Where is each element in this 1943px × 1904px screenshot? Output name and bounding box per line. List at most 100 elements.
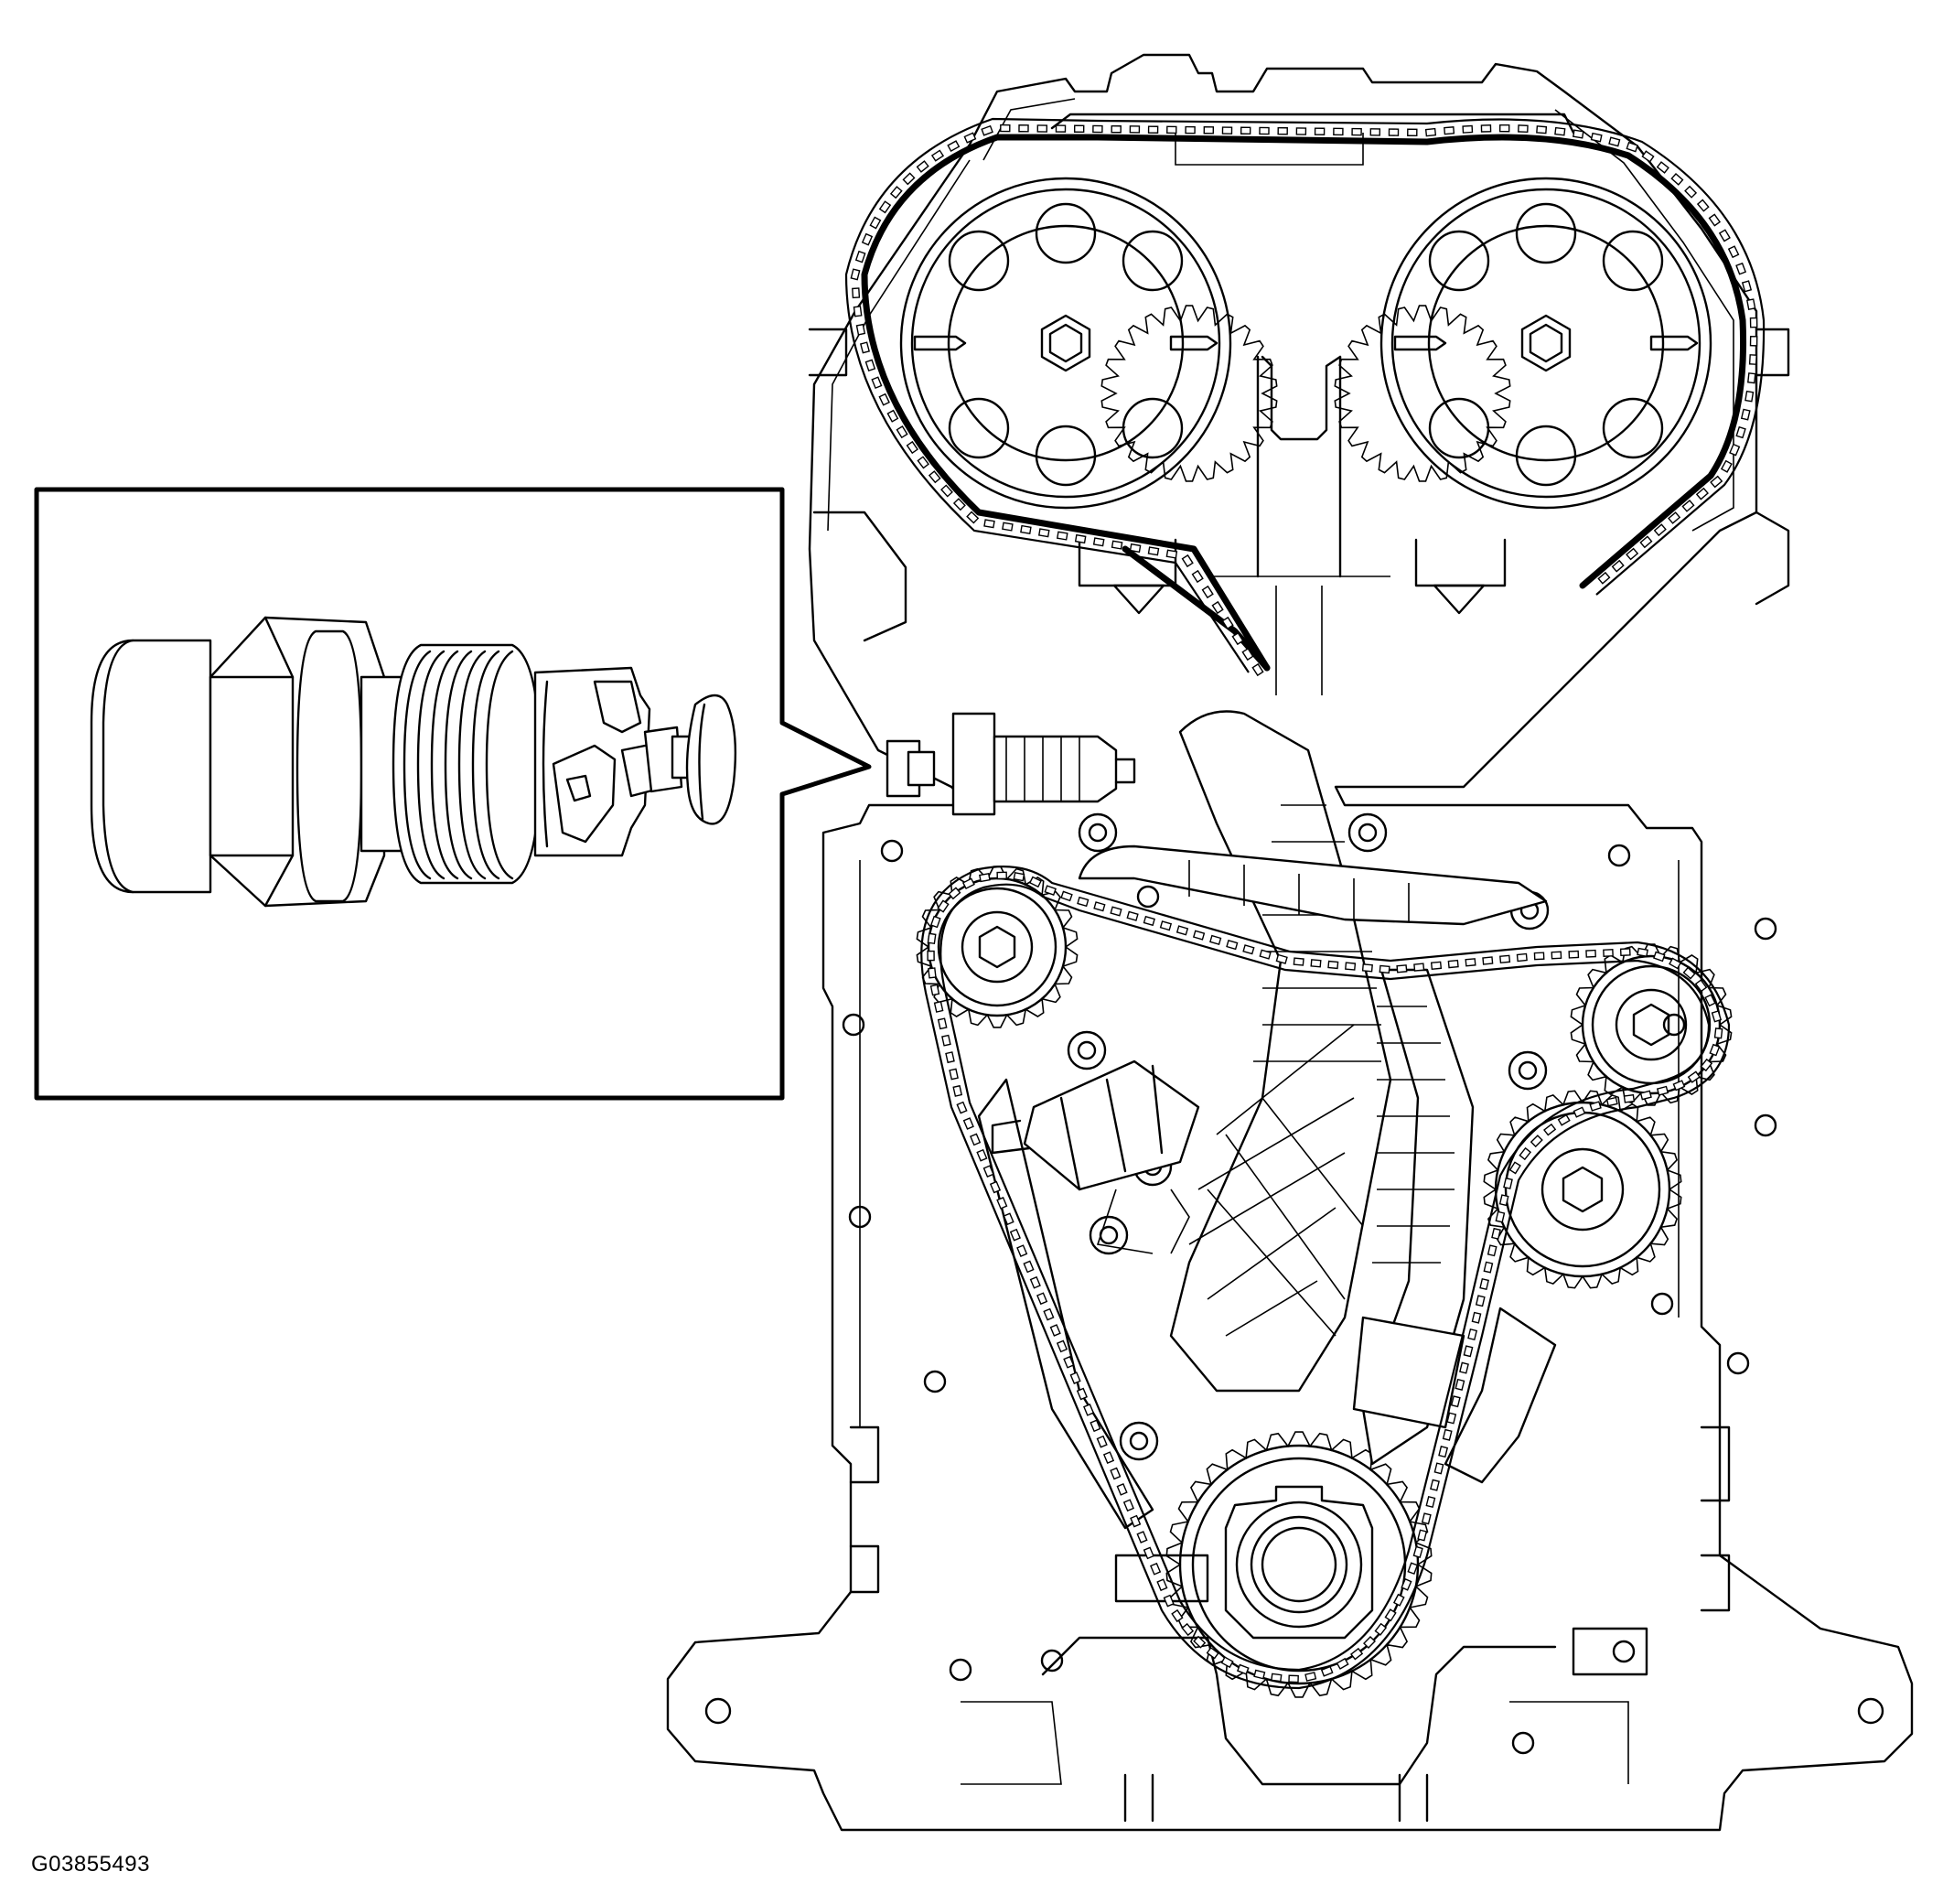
chain-link	[1447, 959, 1459, 969]
chain-link	[1181, 554, 1194, 568]
chain-link	[1498, 1194, 1509, 1207]
chain-link	[1747, 372, 1756, 384]
chain-link	[1471, 1311, 1482, 1324]
balance-shaft-teeth-outline	[1483, 1090, 1682, 1289]
chain-link	[1459, 1361, 1469, 1374]
chain-link	[937, 1017, 948, 1030]
chain-link	[1129, 125, 1141, 134]
chain-link	[1687, 1070, 1701, 1083]
chain-link	[916, 160, 929, 173]
chain-link	[1201, 585, 1214, 599]
chain-link	[1076, 1387, 1088, 1401]
chain-link	[1412, 1545, 1423, 1558]
chain-link	[1442, 1428, 1453, 1441]
chain-link	[1641, 150, 1655, 163]
chain-link	[996, 1197, 1008, 1210]
chain-link	[1126, 910, 1139, 921]
chain-link	[1310, 959, 1322, 968]
chain-link	[1684, 185, 1698, 199]
chain-link	[902, 172, 916, 186]
chain-link	[1430, 1479, 1440, 1491]
chain-link	[1374, 1622, 1388, 1636]
chain-link	[929, 915, 941, 929]
chain-link	[1028, 876, 1042, 888]
chain-link	[1043, 1307, 1055, 1321]
chain-link	[949, 1068, 959, 1081]
chain-link	[1491, 1227, 1501, 1240]
chain-link	[1171, 1608, 1184, 1623]
chain-link	[947, 140, 961, 153]
chain-link	[1656, 161, 1669, 174]
chain-link	[859, 341, 871, 354]
chain-link	[1016, 1244, 1028, 1257]
chain-link	[1175, 925, 1189, 936]
chain-link	[1092, 537, 1105, 547]
chain-link	[1369, 128, 1381, 136]
chain-link	[981, 124, 993, 136]
chain-link	[989, 1180, 1002, 1194]
chain-link	[1749, 317, 1758, 328]
chain-link	[1597, 571, 1611, 585]
chain-link	[1503, 1177, 1513, 1189]
chain-link	[1129, 543, 1142, 554]
chain-link	[1156, 1578, 1168, 1592]
right-idler-teeth	[1570, 943, 1733, 1106]
chain-link	[1069, 1372, 1081, 1384]
chain-link	[1093, 901, 1106, 912]
balance-shaft-sprocket	[1494, 1101, 1671, 1278]
chain-link	[1696, 199, 1710, 212]
chain-link	[1653, 523, 1667, 537]
chain-link	[1191, 569, 1204, 584]
chain-link	[927, 950, 935, 962]
chain-link	[1083, 1404, 1095, 1416]
chain-link	[945, 1051, 955, 1064]
chain-link	[1682, 966, 1696, 980]
chain-link	[1590, 132, 1603, 143]
crank-teeth	[1165, 1431, 1433, 1698]
chain-link	[1037, 528, 1050, 538]
chain-link	[1433, 1462, 1444, 1475]
chain-link	[1424, 127, 1437, 137]
chain-link	[1143, 915, 1155, 927]
chain-link	[928, 470, 941, 484]
chain-link	[1608, 136, 1621, 147]
chain-link	[1396, 964, 1408, 974]
primary-timing-chain	[844, 117, 1766, 673]
chain-link	[1533, 952, 1545, 961]
chain-link	[1656, 1085, 1669, 1096]
chain-link	[1421, 1512, 1432, 1525]
chain-link	[1241, 647, 1254, 662]
chain-link	[1236, 1663, 1250, 1675]
chain-link	[1350, 1647, 1364, 1661]
chain-link	[1573, 1106, 1586, 1118]
balance-shaft-teeth	[1483, 1090, 1682, 1289]
chain-link	[1056, 531, 1068, 541]
inner-cam-gear-left-outline	[1100, 305, 1278, 482]
chain-link	[1467, 1328, 1478, 1341]
chain-link	[956, 1101, 968, 1114]
chain-link	[1450, 1395, 1461, 1408]
chain-link	[1209, 934, 1222, 946]
chain-link	[1018, 124, 1029, 133]
chain-link	[917, 456, 929, 469]
chain-link	[1710, 475, 1723, 489]
chain-link	[1626, 141, 1638, 153]
chain-link	[1711, 1010, 1723, 1023]
chain-link	[1498, 124, 1510, 133]
chain-link	[1446, 1412, 1457, 1425]
chain-link	[1425, 1495, 1436, 1509]
chain-link	[1637, 947, 1648, 958]
chain-link	[1718, 229, 1731, 242]
chain-link	[1735, 262, 1747, 275]
chain-link	[1333, 127, 1344, 136]
chain-link	[1417, 1529, 1428, 1542]
chain-link	[1694, 979, 1708, 993]
chain-link	[1110, 906, 1122, 917]
chain-link	[1096, 1435, 1108, 1448]
chain-link	[962, 1117, 974, 1130]
chain-link	[1192, 930, 1206, 941]
chain-link	[1363, 1635, 1376, 1650]
left-idler-teeth	[916, 866, 1079, 1028]
chain-link	[1729, 443, 1741, 457]
chain-link	[1626, 547, 1639, 561]
